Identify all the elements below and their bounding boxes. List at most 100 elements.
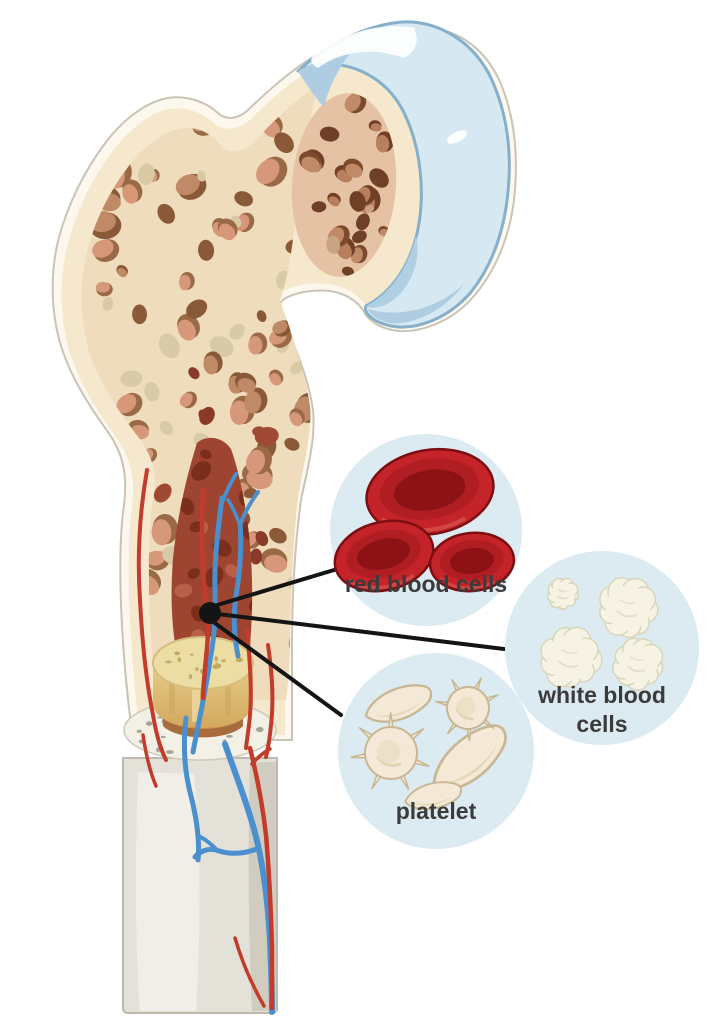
trabecula-blob [364, 204, 375, 214]
trabecula-blob [174, 583, 193, 598]
femoral-head-spongy [291, 93, 397, 277]
trabecula-blob [151, 513, 179, 546]
cartilage-gloss-small [447, 130, 467, 144]
trabecula-blob [256, 156, 288, 187]
red-blood-cells-group [333, 447, 516, 593]
vein [190, 495, 225, 755]
artery-shaft-branch [233, 936, 266, 1008]
trabecula-blob [229, 323, 245, 340]
trabecula-blob [120, 370, 143, 387]
spiky-platelets [350, 677, 499, 791]
trabecula-blob [349, 191, 366, 212]
trabecula-blob [116, 265, 128, 278]
trabecula-blob [260, 548, 288, 573]
speckle [189, 653, 194, 656]
trabecula-blob [117, 97, 131, 107]
trabecula-blob [159, 420, 174, 436]
trabecula-blob [188, 367, 200, 380]
cartilage-body [296, 20, 511, 329]
artery-left [136, 468, 168, 762]
trabecula-blob [368, 120, 382, 132]
trabecula-blob [269, 369, 284, 386]
trabecula-blob [87, 497, 109, 514]
trabecula-blob [327, 192, 341, 207]
speckle [177, 657, 182, 663]
trabecula-blob [179, 391, 198, 409]
trabecula-blob [158, 333, 180, 359]
trabecula-blob [319, 126, 340, 142]
trabecula-blob [289, 408, 305, 427]
speckle [146, 721, 153, 726]
speckle [195, 667, 199, 672]
leader-line-platelet [210, 619, 343, 717]
platelet-cell [404, 781, 463, 811]
trabecula-blob [356, 213, 370, 231]
platelet-cell [432, 724, 507, 791]
trabecula-blob [144, 382, 160, 402]
cartilage-shade-bottom-inner [366, 236, 418, 308]
bone-shaft [122, 757, 278, 1014]
vein-collar [181, 715, 201, 863]
trabecula-blob [187, 568, 200, 579]
marrow-pointer-dot [199, 602, 221, 624]
white-blood-cell [612, 637, 664, 691]
trabecula-blob [375, 131, 394, 153]
speckle [188, 674, 193, 680]
artery-right [264, 643, 275, 759]
trabecula-blob [199, 449, 212, 460]
artery-shaft [247, 745, 275, 1011]
trabecula-blob [299, 151, 321, 173]
vein-branch [219, 472, 238, 507]
trabecula-blob [311, 201, 327, 213]
trabecula-blob [234, 372, 257, 393]
vein-branch [238, 490, 260, 526]
cartilage-cap [296, 20, 511, 329]
trabecula-blob [92, 239, 120, 263]
trabecula-blob [290, 361, 304, 375]
speckle [212, 664, 220, 670]
trabecula-blob [132, 304, 148, 325]
trabecula-blob [254, 426, 279, 446]
trabecula-blob [244, 387, 268, 414]
trabecula-blob [344, 92, 367, 114]
trabecula-blob [255, 531, 269, 547]
white-blood-cell [540, 626, 603, 688]
trabecula-blob [274, 132, 294, 154]
trabecula-blob [225, 564, 240, 578]
trabecula-blob [249, 548, 263, 565]
speckle [160, 735, 166, 739]
label-platelet: platelet [395, 798, 477, 824]
trabecula-blob [198, 239, 215, 261]
platelets-group [350, 677, 507, 811]
artery-small [141, 733, 158, 788]
white-blood-cell [546, 577, 579, 610]
speckle [130, 753, 138, 756]
trabecula-blob [341, 266, 354, 276]
trabecula-blob [284, 437, 300, 451]
trabecula-blob [157, 203, 175, 224]
trabecula-blob [198, 409, 208, 421]
speckle [235, 657, 243, 663]
speckle [226, 735, 233, 738]
leader-lines [210, 565, 506, 717]
arteries [136, 468, 275, 1011]
label-red-blood-cells: red blood cells [344, 571, 508, 597]
red-blood-cell [428, 531, 516, 593]
trabecula-blob [248, 332, 268, 355]
label-white-blood-cells: white blood cells [538, 682, 666, 737]
trabecula-blob [352, 230, 367, 244]
artery-shaft-fork [250, 747, 272, 766]
trabecula-blob [153, 483, 172, 503]
trabecula-blob [197, 170, 206, 182]
trabecula-blob [102, 296, 114, 311]
speckle [174, 651, 180, 656]
trabecula-blob [116, 392, 143, 417]
trabecula-blob [234, 191, 254, 207]
red-blood-cell [365, 447, 495, 537]
speckle [214, 656, 219, 662]
speckle [128, 747, 136, 753]
platelet-cell [435, 677, 499, 742]
red-blood-cell [333, 519, 435, 593]
artery [244, 628, 253, 750]
